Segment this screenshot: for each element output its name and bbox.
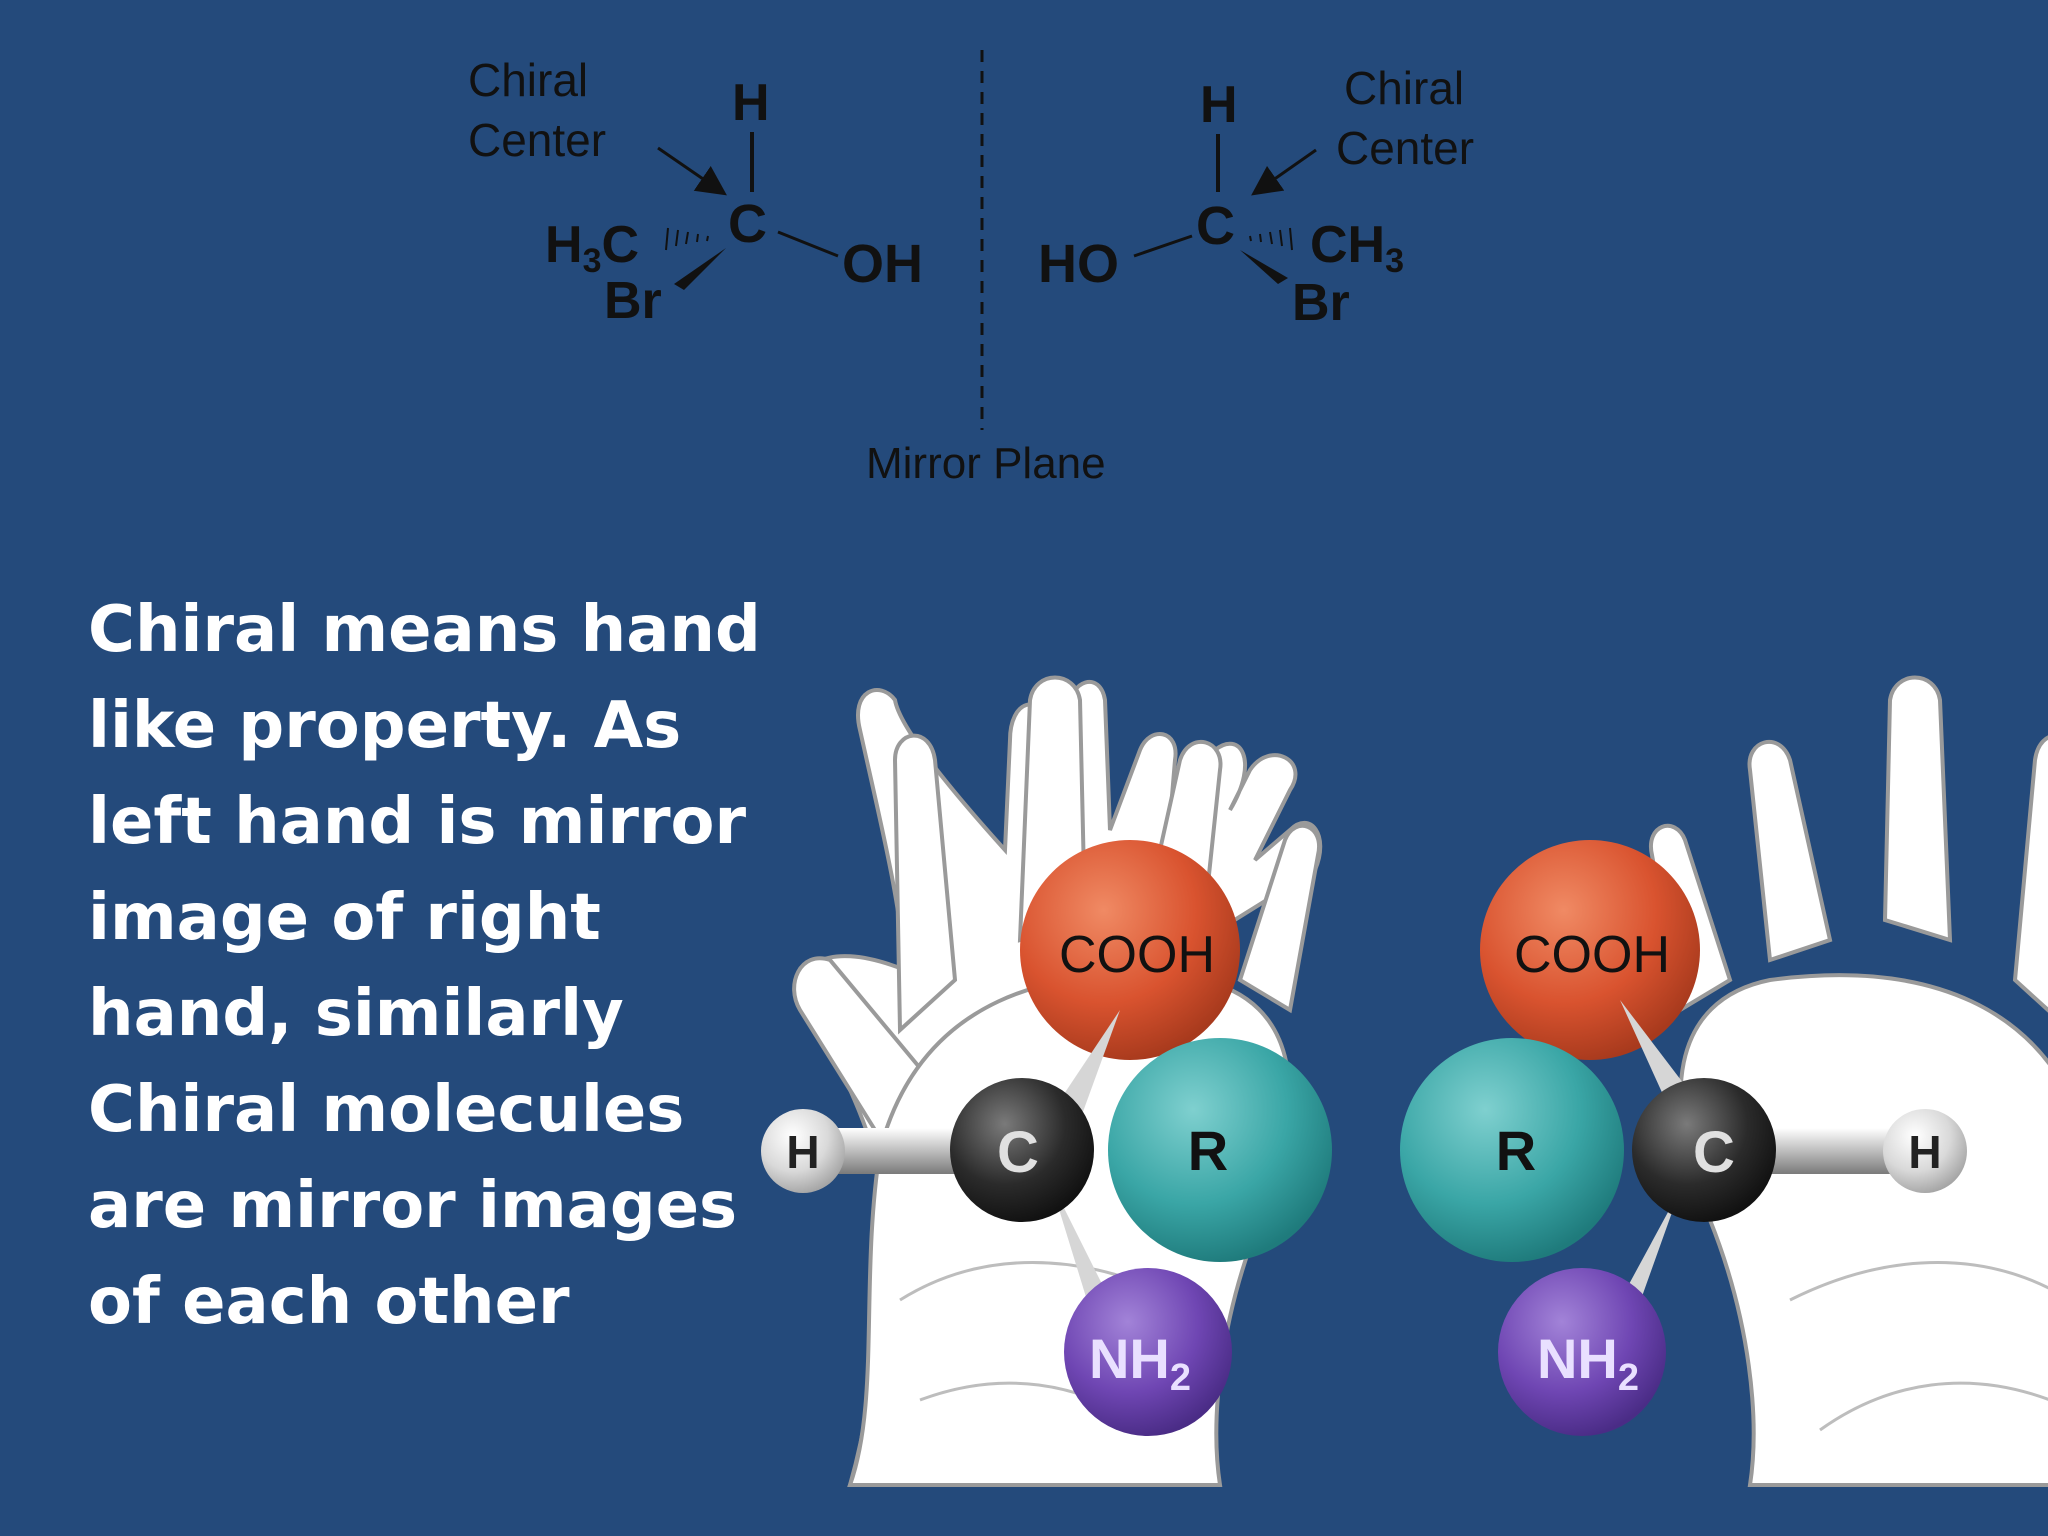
right-finger-2 — [1882, 675, 1953, 943]
right-hashed-wedge — [1249, 227, 1293, 251]
left-nh2-label: NH2 — [1089, 1327, 1191, 1399]
right-left-group: HO — [1038, 234, 1119, 294]
left-h-bond — [800, 1128, 1000, 1174]
mirror-plane-label: Mirror Plane — [866, 439, 1106, 488]
explanation-line: Chiral molecules — [88, 1073, 685, 1147]
explanation-line: image of right — [88, 881, 601, 955]
left-h-ball — [761, 1109, 845, 1193]
explanation-line: are mirror images — [88, 1169, 738, 1243]
left-hashed-wedge — [665, 227, 709, 251]
right-nh2-label: NH2 — [1537, 1327, 1639, 1399]
left-cooh-ball — [1020, 840, 1240, 1060]
left-finger-4 — [1237, 823, 1322, 1014]
right-molecule-model: H COOH R NH2 C — [1400, 840, 1967, 1436]
left-right-bond — [777, 230, 839, 258]
left-left-group: H3C — [545, 216, 639, 280]
right-finger-3 — [1747, 739, 1833, 963]
right-r-ball — [1400, 1038, 1624, 1262]
left-r-label: R — [1188, 1119, 1228, 1182]
left-chiral-label-line2: Center — [468, 114, 606, 166]
right-palm-crease — [1789, 1261, 2048, 1432]
right-wedge-up — [1620, 1000, 1690, 1110]
left-nh2-ball — [1064, 1268, 1232, 1436]
left-cooh-label: COOH — [1059, 926, 1215, 984]
right-finger-1 — [2012, 735, 2048, 1013]
explanation-line: of each other — [88, 1265, 570, 1339]
explanation-line: Chiral means hand — [88, 593, 761, 667]
left-molecule: Chiral Center H C OH H3C Br — [468, 54, 923, 330]
left-right-group: OH — [842, 234, 923, 294]
right-c-ball — [1632, 1078, 1776, 1222]
right-bottom-group: Br — [1292, 274, 1350, 332]
right-nh2-ball — [1498, 1268, 1666, 1436]
left-c-label: C — [997, 1120, 1039, 1185]
right-cooh-ball — [1480, 840, 1700, 1060]
left-wedge-down — [1050, 1180, 1110, 1310]
right-chiral-label-line1: Chiral — [1344, 62, 1464, 114]
right-h-ball — [1883, 1109, 1967, 1193]
right-left-bond — [1133, 234, 1193, 258]
left-r-ball — [1108, 1038, 1332, 1262]
left-wedge-up — [1060, 1010, 1120, 1120]
right-chiral-label-line2: Center — [1336, 122, 1474, 174]
left-chiral-label-line1: Chiral — [468, 54, 588, 106]
right-solid-wedge — [1240, 250, 1288, 284]
left-c-ball — [950, 1078, 1094, 1222]
left-top-atom: H — [732, 74, 770, 132]
explanation-line: like property. As — [88, 689, 682, 763]
left-solid-wedge — [674, 248, 726, 290]
right-cooh-label: COOH — [1514, 926, 1670, 984]
right-c-label: C — [1693, 1120, 1735, 1185]
explanation-text: Chiral means hand like property. As left… — [88, 582, 761, 1350]
right-top-atom: H — [1200, 76, 1238, 134]
explanation-line: hand, similarly — [88, 977, 624, 1051]
left-center-atom: C — [728, 194, 767, 254]
left-h-label: H — [786, 1126, 819, 1178]
right-chiral-arrow — [1251, 148, 1317, 196]
right-right-group: CH3 — [1310, 216, 1404, 280]
right-center-atom: C — [1196, 196, 1235, 256]
right-r-label: R — [1496, 1119, 1536, 1182]
left-molecule-model: H COOH R NH2 C — [761, 840, 1332, 1436]
right-palm — [1678, 973, 2048, 1487]
left-chiral-arrow — [657, 146, 727, 196]
left-bottom-group: Br — [604, 272, 662, 330]
explanation-line: left hand is mirror — [88, 785, 747, 859]
left-finger-1 — [892, 733, 958, 1035]
right-molecule: Chiral Center H C HO CH3 Br — [1038, 62, 1474, 332]
structural-formula-diagram: Chiral Center H C OH H3C Br Mirror Plane — [468, 50, 1474, 488]
right-h-label: H — [1908, 1126, 1941, 1178]
